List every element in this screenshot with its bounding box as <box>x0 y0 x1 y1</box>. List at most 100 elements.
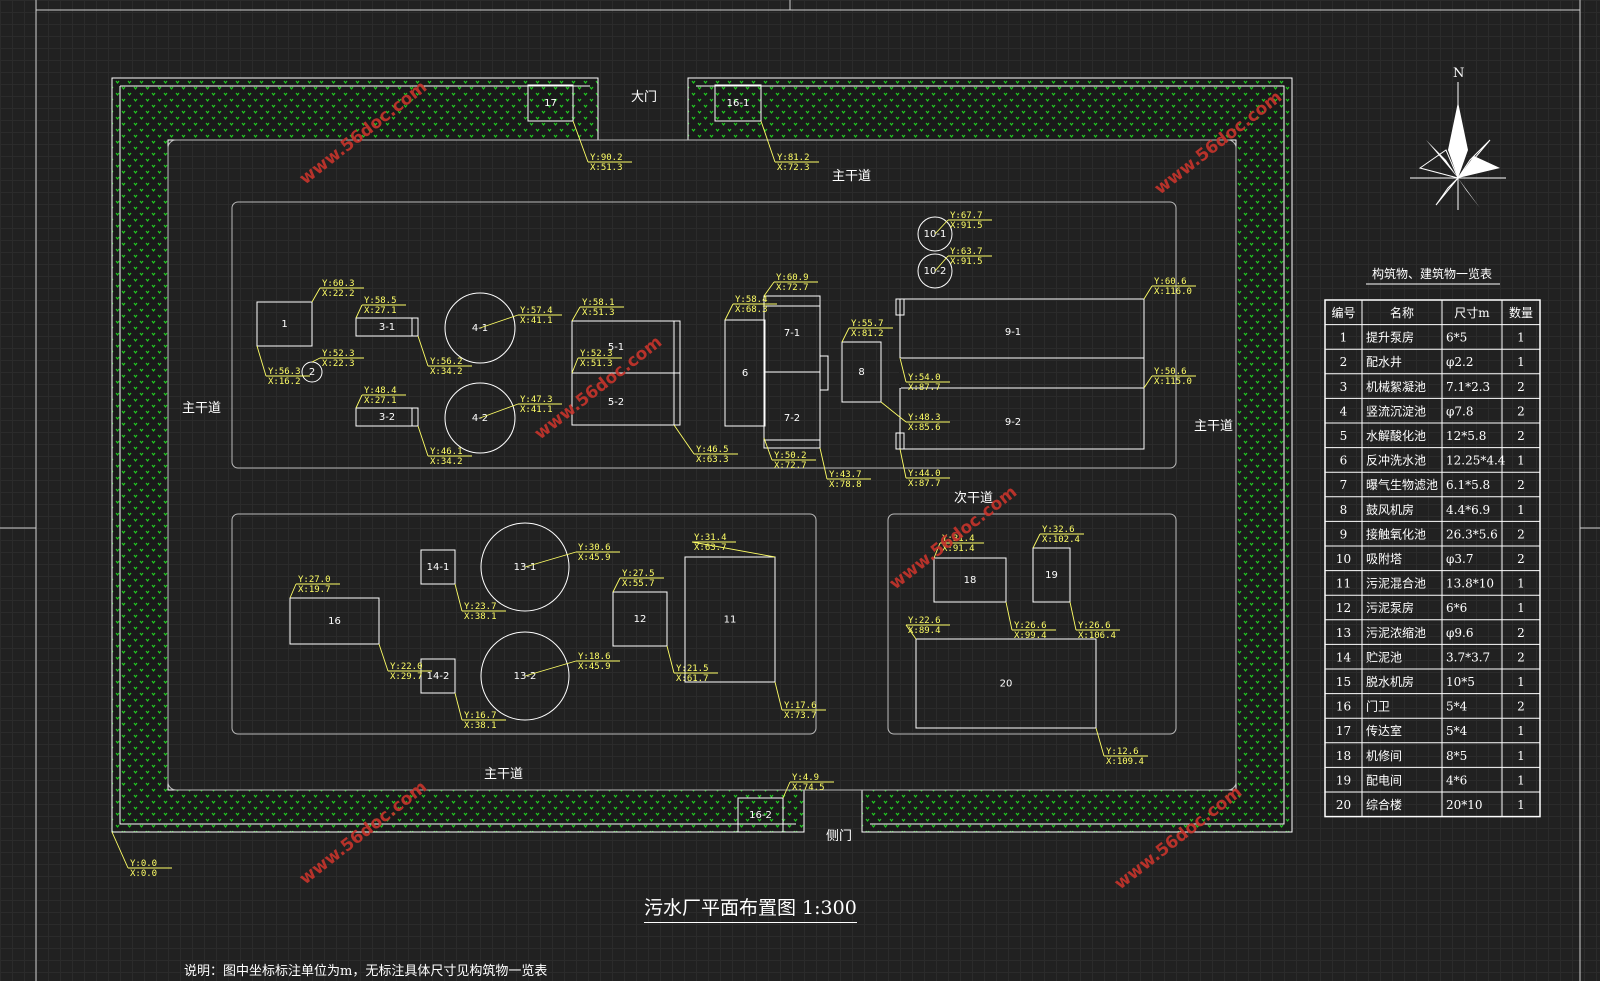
table-cell-size: 6.1*5.8 <box>1446 478 1490 492</box>
leader-line <box>691 541 776 558</box>
structure-label-16: 16 <box>328 616 341 627</box>
leader-line <box>899 357 907 383</box>
table-cell-number: 9 <box>1340 527 1348 541</box>
structure-label-10-1: 10-1 <box>924 229 947 240</box>
leader-line <box>763 437 773 461</box>
table-cell-size: 5*4 <box>1446 724 1468 738</box>
leader-line <box>905 624 917 640</box>
structure-label-3-2: 3-2 <box>379 412 395 423</box>
leader-line <box>612 577 621 593</box>
structure-label-7-2: 7-2 <box>784 413 800 424</box>
coord-x: X:91.4 <box>942 544 975 554</box>
leader-line <box>760 120 776 163</box>
table-cell-size: 4.4*6.9 <box>1446 503 1490 517</box>
coord-y: Y:27.5 <box>622 569 655 579</box>
table-cell-number: 2 <box>1340 355 1348 369</box>
table-cell-number: 10 <box>1336 552 1351 566</box>
structure-4-1 <box>444 292 516 364</box>
table-cell-name: 污泥混合池 <box>1366 576 1426 591</box>
leader-line <box>763 281 775 297</box>
structure-20 <box>915 638 1097 729</box>
road-label: 侧门 <box>826 829 852 844</box>
north-label: N <box>1453 66 1464 81</box>
coord-y: Y:23.7 <box>464 602 497 612</box>
table-cell-qty: 1 <box>1517 675 1525 689</box>
road-label: 主干道 <box>1194 419 1233 434</box>
structure-10-2 <box>917 253 953 289</box>
structure-label-12: 12 <box>634 614 647 625</box>
table-cell-name: 鼓风机房 <box>1366 502 1414 517</box>
coord-y: Y:30.6 <box>578 543 611 553</box>
coord-x: X:68.3 <box>735 305 768 315</box>
table-cell-size: 26.3*5.6 <box>1446 527 1498 541</box>
coord-x: X:19.7 <box>298 585 331 595</box>
leader-line <box>355 304 363 319</box>
coord-y: Y:22.0 <box>390 662 423 672</box>
structure-16-2 <box>737 797 784 833</box>
coord-y: Y:57.4 <box>520 306 553 316</box>
coord-y: Y:55.7 <box>851 319 884 329</box>
structure-label-8: 8 <box>858 367 864 378</box>
table-cell-qty: 1 <box>1517 601 1525 615</box>
coord-x: X:16.2 <box>268 377 301 387</box>
table-cell-name: 门卫 <box>1366 699 1390 714</box>
structure-label-10-2: 10-2 <box>924 266 947 277</box>
coord-x: X:72.7 <box>776 283 809 293</box>
coord-x: X:0.0 <box>130 869 157 879</box>
leader-line <box>479 403 519 419</box>
table-title: 构筑物、建筑物一览表 <box>1372 266 1492 281</box>
coord-y: Y:58.1 <box>582 298 615 308</box>
structure-label-7-1: 7-1 <box>784 328 800 339</box>
table-cell-qty: 2 <box>1517 404 1525 418</box>
table-cell-qty: 2 <box>1517 527 1525 541</box>
coord-x: X:51.3 <box>582 308 615 318</box>
table-cell-size: 12.25*4.4 <box>1446 454 1506 468</box>
table-cell-qty: 1 <box>1517 577 1525 591</box>
coord-y: Y:50.2 <box>774 451 807 461</box>
coord-y: Y:27.0 <box>298 575 331 585</box>
structure-1 <box>256 301 313 347</box>
coord-y: Y:32.6 <box>1042 525 1075 535</box>
structure-label-9-2: 9-2 <box>1005 417 1021 428</box>
coord-x: X:45.9 <box>578 662 611 672</box>
coord-y: Y:0.0 <box>130 859 157 869</box>
table-cell-qty: 2 <box>1517 429 1525 443</box>
leader-line <box>1069 601 1077 631</box>
table-cell-number: 1 <box>1340 331 1348 345</box>
coord-x: X:38.1 <box>464 721 497 731</box>
coord-x: X:45.9 <box>578 553 611 563</box>
table-cell-name: 竖流沉淀池 <box>1366 404 1426 418</box>
leader-line <box>378 643 389 672</box>
table-cell-number: 16 <box>1336 700 1351 714</box>
coord-x: X:89.4 <box>908 626 941 636</box>
drawing-note: 说明：图中坐标标注单位为m，无标注具体尺寸见构筑物一览表 <box>184 964 548 979</box>
table-cell-size: 6*6 <box>1446 601 1467 615</box>
leader-line <box>311 357 321 363</box>
table-cell-name: 机修间 <box>1366 748 1402 763</box>
coord-y: Y:26.6 <box>1014 621 1047 631</box>
coord-x: X:22.3 <box>322 359 355 369</box>
table-cell-name: 配水井 <box>1366 355 1402 369</box>
table-cell-number: 17 <box>1336 724 1351 738</box>
structure-label-18: 18 <box>964 575 977 586</box>
table-cell-name: 曝气生物滤池 <box>1366 477 1438 492</box>
coord-x: X:85.6 <box>908 423 941 433</box>
coord-x: X:91.5 <box>950 221 983 231</box>
coord-x: X:74.5 <box>792 783 825 793</box>
structure-label-19: 19 <box>1045 570 1058 581</box>
coord-y: Y:48.3 <box>908 413 941 423</box>
table-cell-qty: 2 <box>1517 650 1525 664</box>
structure-17 <box>527 84 574 122</box>
structure-label-9-1: 9-1 <box>1005 327 1021 338</box>
coord-y: Y:4.9 <box>792 773 819 783</box>
table-cell-size: 12*5.8 <box>1446 429 1486 443</box>
table-cell-qty: 1 <box>1517 454 1525 468</box>
structure-11 <box>684 556 776 683</box>
road-label: 主干道 <box>182 401 221 416</box>
coord-y: Y:44.0 <box>908 469 941 479</box>
leader-line <box>724 303 734 321</box>
table-cell-size: φ3.7 <box>1446 552 1474 566</box>
structure-label-4-1: 4-1 <box>472 323 488 334</box>
